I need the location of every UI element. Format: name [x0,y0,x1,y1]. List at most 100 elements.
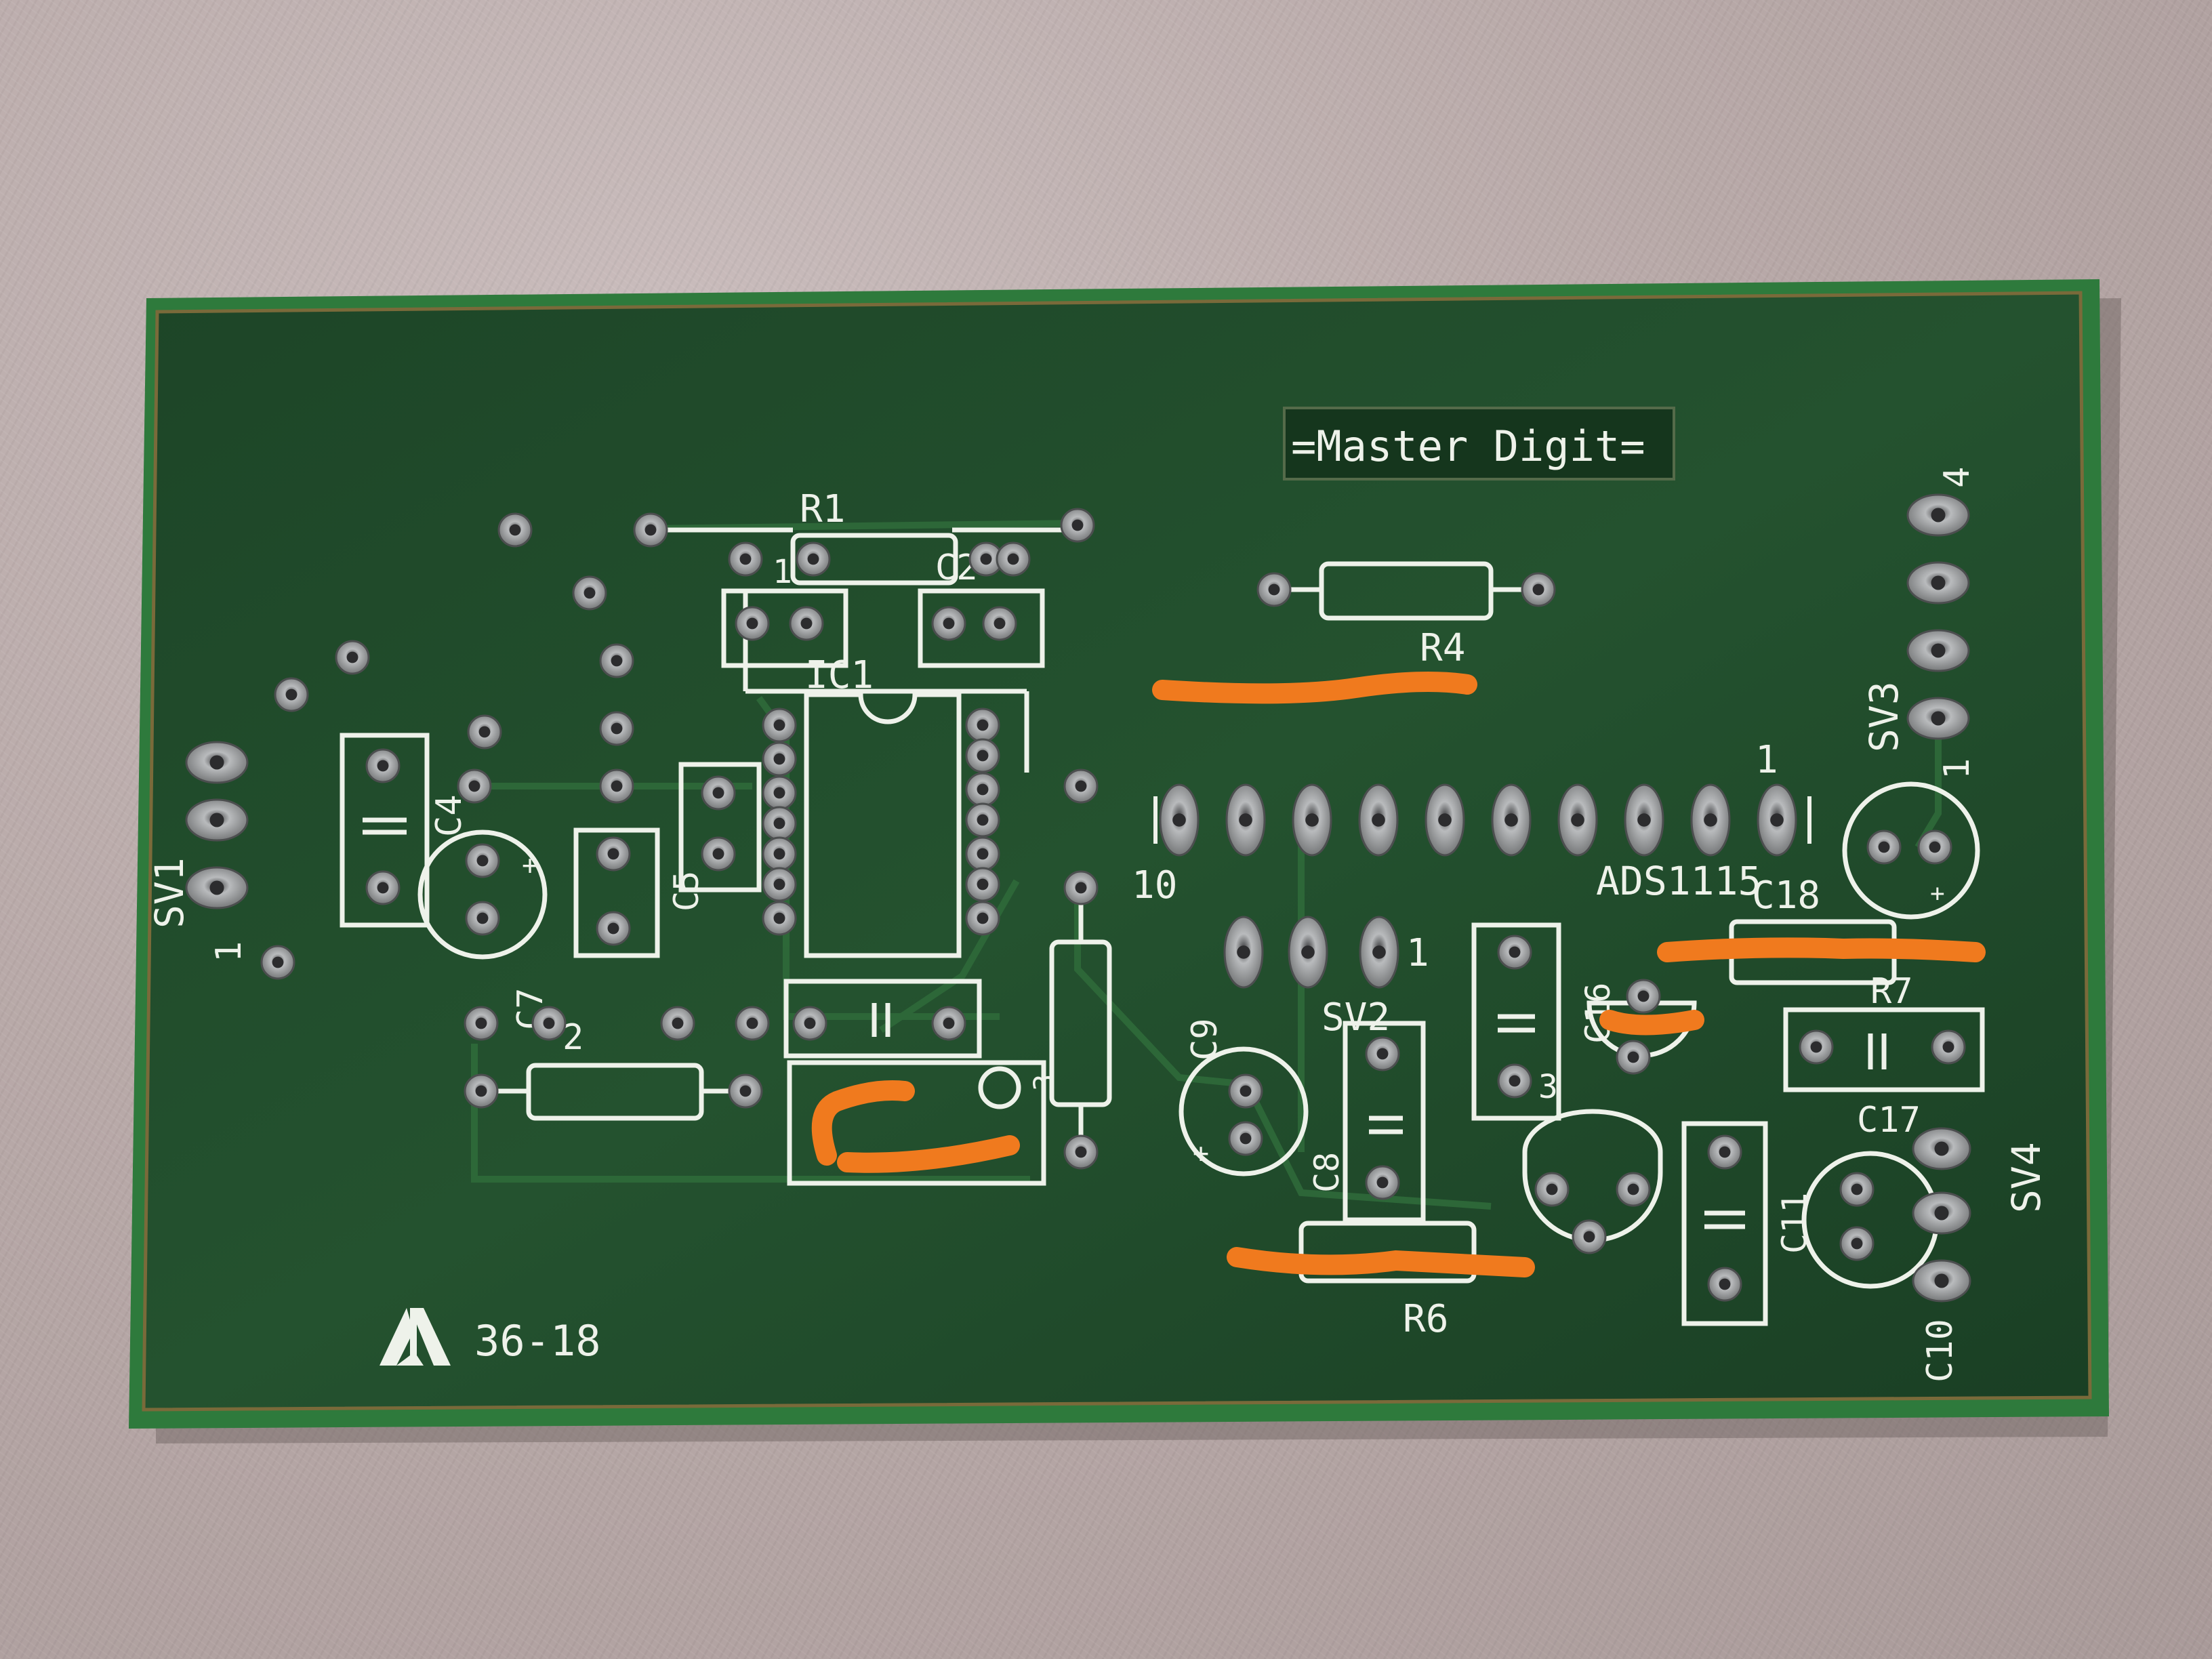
sv3-pad-hole [1931,575,1946,590]
sv1-pad-hole [209,755,224,770]
jumper-wire-c18 [1657,937,1986,962]
jumper-wire-c16 [1599,1010,1704,1036]
pad-hole [475,1085,487,1097]
sv1-pad-hole [209,880,224,895]
pad-hole [476,855,489,867]
c18-label: C18 [1752,874,1820,918]
sv2-pad-hole [1237,945,1250,959]
sv3-pad-hole [1931,508,1946,523]
c7-footprint [417,830,548,960]
ic1-label: IC1 [805,653,874,697]
ic1-footprint [804,692,962,958]
pad-hole [1509,946,1521,958]
pad-hole [1637,990,1650,1002]
r1-footprint [651,527,1078,586]
sv3-pad-hole [1931,643,1946,658]
pad-hole [1376,1176,1389,1189]
manufacturer-logo [380,1308,451,1366]
pad-hole [1532,583,1544,596]
q1-footprint [787,1060,1046,1186]
pad-hole [1546,1183,1558,1195]
pad-hole [804,1017,816,1029]
sv3-pad-hole [1931,711,1946,726]
c17-label: C17 [1857,1100,1921,1141]
c13-label: 3 [1538,1068,1558,1106]
pad-hole [478,726,491,738]
pad-hole [285,689,298,701]
pad-hole [773,719,785,731]
c9-footprint [1179,1046,1309,1176]
c1-c2-footprints [721,588,1045,773]
sv2-label: SV2 [1322,996,1390,1040]
title-box [1283,407,1675,480]
jumper-wire-q1 [811,1080,1020,1173]
pad-hole [468,780,480,792]
sv4-pad-hole [1934,1141,1949,1156]
r4-label: R4 [1420,626,1465,670]
pad-hole [611,780,623,792]
pad-hole [607,848,619,860]
pad-hole [746,1017,758,1029]
r7-footprint [1783,1007,1985,1092]
pad-hole [543,1017,555,1029]
pad-hole [1878,841,1890,853]
pad-hole [807,553,819,565]
pad-hole [346,651,359,663]
pad-hole [773,878,785,890]
sv2-pin1-label: 1 [1406,931,1429,975]
c5-label: C5 [667,871,706,912]
sv4-pad-hole [1934,1206,1949,1221]
pad-hole [773,787,785,799]
sv4-pad-hole [1934,1273,1949,1288]
c8-footprint [1343,1021,1426,1223]
pad-hole [476,912,489,924]
c1-label: 1 [773,553,792,591]
ads1115-label: ADS1115 [1596,858,1761,904]
c4-label: C4 [429,794,470,837]
sv3-pin4-label: 4 [1937,467,1978,488]
pad-hole [943,617,955,630]
pad-hole [773,848,785,860]
pad-hole [377,760,389,772]
pad-hole [739,1085,752,1097]
sv2-pad-hole [1301,945,1315,959]
sv2-pad-hole [1372,945,1386,959]
pad-hole [475,1017,487,1029]
sv4-label: SV4 [2003,1142,2049,1213]
board-code: 36-18 [474,1316,601,1366]
pad-hole [611,722,623,735]
pad-hole [1075,1146,1087,1158]
sv1-pin1-label: 1 [209,941,249,962]
sv1-label: SV1 [146,857,192,928]
pad-hole [746,617,758,630]
pad-hole [1509,1075,1521,1087]
pad-hole [977,719,989,731]
ads1115-pad-hole [1504,813,1518,827]
sv3-pin1-label: 1 [1937,758,1978,779]
q2-footprint [1522,1109,1663,1243]
pad-hole [773,817,785,830]
pad-hole [712,848,724,860]
pad-hole [509,524,521,536]
pad-hole [1240,1085,1252,1097]
pad-hole [1071,519,1084,531]
pad-hole [1376,1048,1389,1060]
pad-hole [994,617,1006,630]
ads1115-outline [1153,796,1811,844]
pad-hole [773,912,785,924]
pad-hole [1719,1146,1731,1158]
pad-hole [644,524,657,536]
ads1115-pad-hole [1172,813,1186,827]
c3-footprint [783,979,982,1059]
ads1115-pad-hole [1438,813,1452,827]
pad-hole [977,783,989,796]
solder-pads [185,493,1971,1303]
c13-footprint [1471,922,1561,1121]
ads-pin10-label: 10 [1132,863,1177,907]
ads1115-pad-hole [1372,813,1385,827]
jumper-wires [811,672,1986,1277]
sv3-label: SV3 [1861,681,1907,752]
pad-hole [1942,1041,1954,1053]
ads1115-pad-hole [1239,813,1252,827]
pad-hole [672,1017,684,1029]
